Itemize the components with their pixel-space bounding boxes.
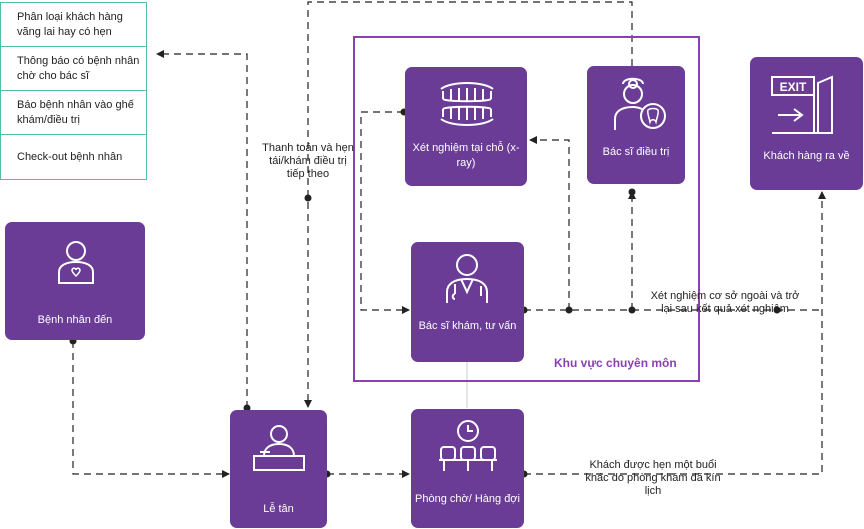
edge-patient-to-reception [72, 341, 230, 478]
receptionist-icon [253, 425, 305, 471]
note-payment: Thanh toán và hẹn tái/khám điều trị tiếp… [262, 142, 354, 180]
edge-xray-to-consult [360, 111, 410, 314]
task-item: Phân loại khách hàng vãng lai hay có hẹn [1, 3, 146, 47]
specialist-zone [353, 36, 700, 382]
edge-treatment-to-reception [304, 1, 633, 408]
reception-task-list: Phân loại khách hàng vãng lai hay có hẹn… [0, 2, 147, 180]
edge-waiting-to-exit [524, 191, 826, 475]
specialist-zone-label: Khu vực chuyên môn [554, 356, 677, 370]
doctor-icon [446, 254, 488, 303]
node-treatment: Bác sĩ điều trị [587, 66, 685, 184]
node-xray-label: Xét nghiệm tại chỗ (x-ray) [412, 142, 520, 169]
note-rebook: Khách được hẹn một buổi khác do phòng kh… [585, 459, 721, 497]
node-waiting-label: Phòng chờ/ Hàng đợi [415, 493, 520, 505]
dentist-icon [614, 77, 666, 130]
svg-text:EXIT: EXIT [780, 80, 807, 94]
note-external-test: Xét nghiệm cơ sở ngoài và trở lại sau kế… [650, 290, 800, 315]
node-consult: Bác sĩ khám, tư vấn [411, 242, 524, 362]
node-reception: Lễ tân [230, 410, 327, 528]
node-exit-label: Khách hàng ra về [763, 150, 850, 162]
node-treatment-label: Bác sĩ điều trị [602, 146, 670, 158]
node-waiting: Phòng chờ/ Hàng đợi [411, 409, 524, 528]
patient-icon [58, 241, 94, 284]
node-consult-label: Bác sĩ khám, tư vấn [418, 320, 517, 332]
edge-consult-to-xray [529, 136, 570, 310]
task-item: Thông báo có bệnh nhân chờ cho bác sĩ [1, 47, 146, 91]
node-exit: EXIT Khách hàng ra về [750, 57, 863, 190]
task-item: Báo bệnh nhân vào ghế khám/điều trị [1, 91, 146, 135]
node-patient-label: Bệnh nhân đến [37, 314, 113, 326]
node-patient: Bệnh nhân đến [5, 222, 145, 340]
teeth-icon [440, 82, 494, 126]
node-xray: Xét nghiệm tại chỗ (x-ray) [405, 67, 527, 186]
node-reception-label: Lễ tân [263, 503, 294, 515]
task-item: Check-out bệnh nhân [17, 150, 123, 163]
edge-reception-to-tasks [156, 50, 248, 408]
waiting-room-icon [439, 420, 497, 471]
exit-sign-icon: EXIT [771, 75, 833, 134]
